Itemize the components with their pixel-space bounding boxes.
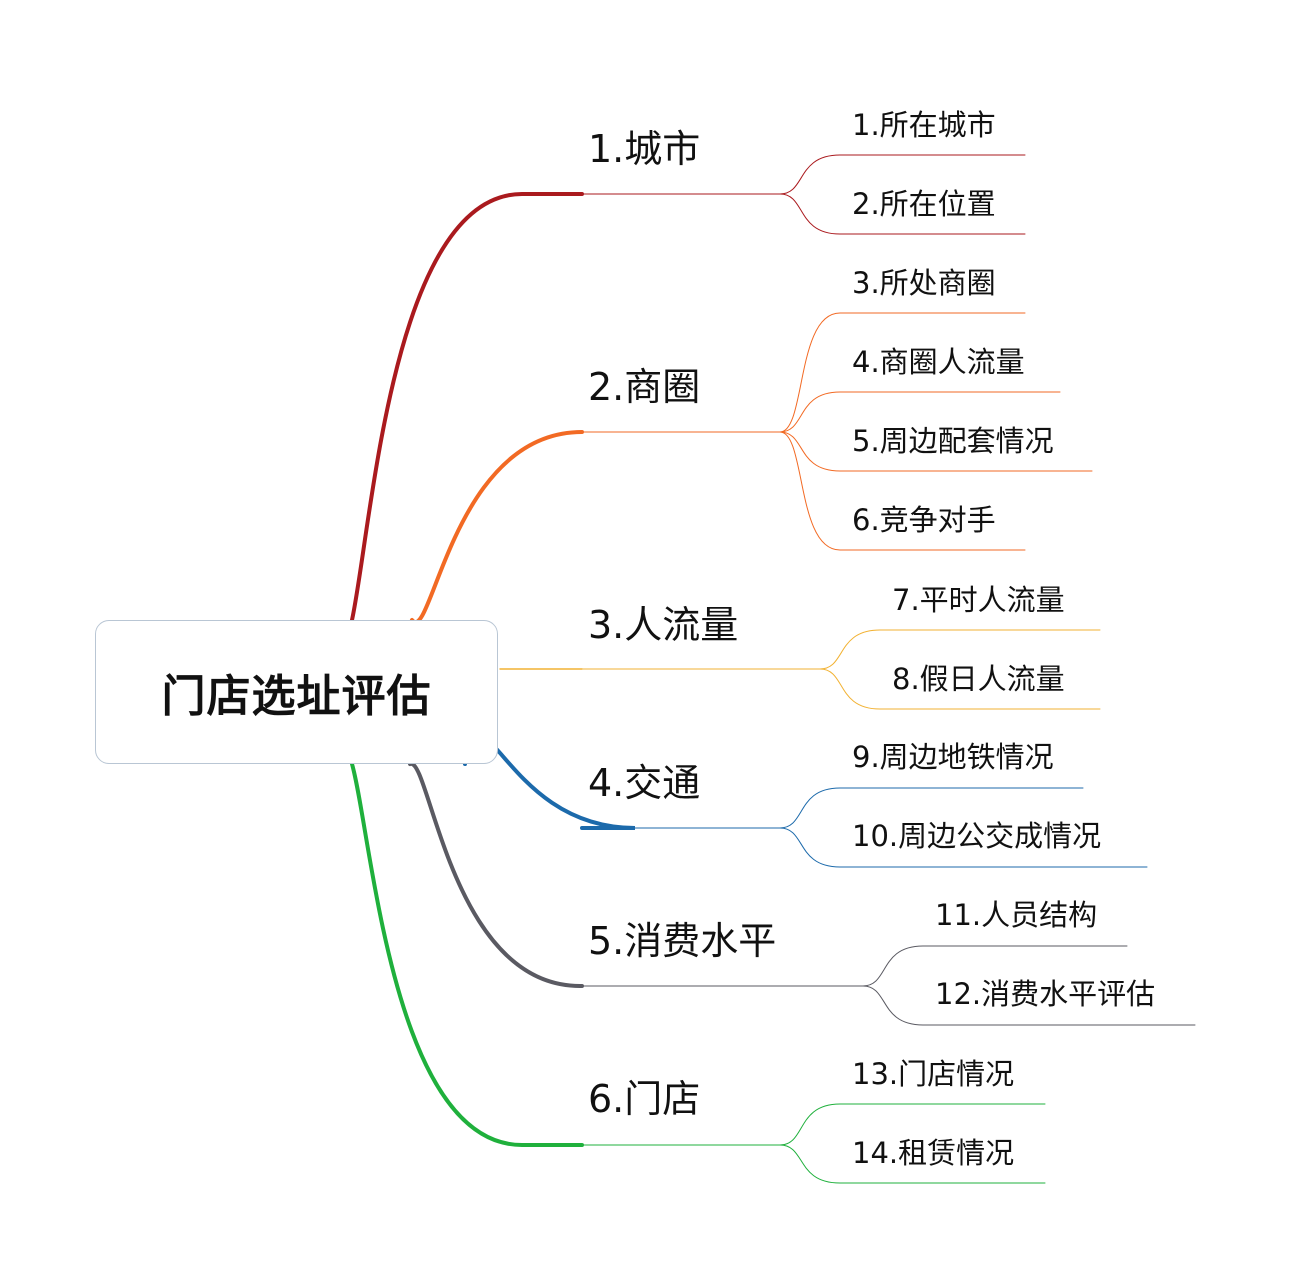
subtopic-connector	[779, 154, 1026, 195]
subtopic-connector	[779, 1144, 1046, 1184]
subtopic-connector	[819, 668, 1101, 710]
topic-label[interactable]: 3.人流量	[588, 603, 739, 647]
subtopic-connector	[779, 391, 1061, 433]
branch-connector	[350, 762, 584, 1147]
subtopic-connector	[779, 312, 1026, 433]
subtopic-connector	[779, 431, 1093, 472]
subtopic-label[interactable]: 12.消费水平评估	[935, 977, 1156, 1011]
topic-label[interactable]: 5.消费水平	[588, 919, 777, 963]
branch-connector	[408, 761, 584, 988]
subtopic-label[interactable]: 13.门店情况	[852, 1057, 1015, 1091]
subtopic-connector	[862, 985, 1196, 1026]
subtopic-label[interactable]: 2.所在位置	[852, 187, 996, 221]
subtopic-label[interactable]: 11.人员结构	[935, 898, 1098, 932]
topic-label[interactable]: 1.城市	[588, 127, 701, 171]
topic-label[interactable]: 6.门店	[588, 1077, 701, 1121]
topic-label[interactable]: 2.商圈	[588, 365, 701, 409]
subtopic-connector	[779, 787, 1084, 829]
subtopic-label[interactable]: 3.所处商圈	[852, 266, 996, 300]
subtopic-label[interactable]: 14.租赁情况	[852, 1136, 1015, 1170]
branch-connector	[410, 430, 584, 625]
subtopic-label[interactable]: 10.周边公交成情况	[852, 819, 1102, 853]
subtopic-label[interactable]: 4.商圈人流量	[852, 345, 1025, 379]
subtopic-connector	[862, 945, 1128, 987]
subtopic-connector	[779, 1103, 1046, 1146]
topic-label[interactable]: 4.交通	[588, 761, 701, 805]
branch-connector	[350, 192, 584, 622]
subtopic-label[interactable]: 7.平时人流量	[892, 583, 1065, 617]
subtopic-connector	[779, 431, 1026, 551]
subtopic-connector	[779, 827, 1148, 868]
root-node[interactable]: 门店选址评估	[95, 620, 498, 764]
subtopic-label[interactable]: 8.假日人流量	[892, 662, 1065, 696]
root-label: 门店选址评估	[161, 671, 432, 722]
subtopic-label[interactable]: 6.竞争对手	[852, 503, 996, 537]
subtopic-connector	[819, 629, 1101, 670]
subtopic-label[interactable]: 5.周边配套情况	[852, 424, 1054, 458]
subtopic-connector	[779, 193, 1026, 235]
subtopic-label[interactable]: 1.所在城市	[852, 108, 996, 142]
subtopic-label[interactable]: 9.周边地铁情况	[852, 740, 1054, 774]
